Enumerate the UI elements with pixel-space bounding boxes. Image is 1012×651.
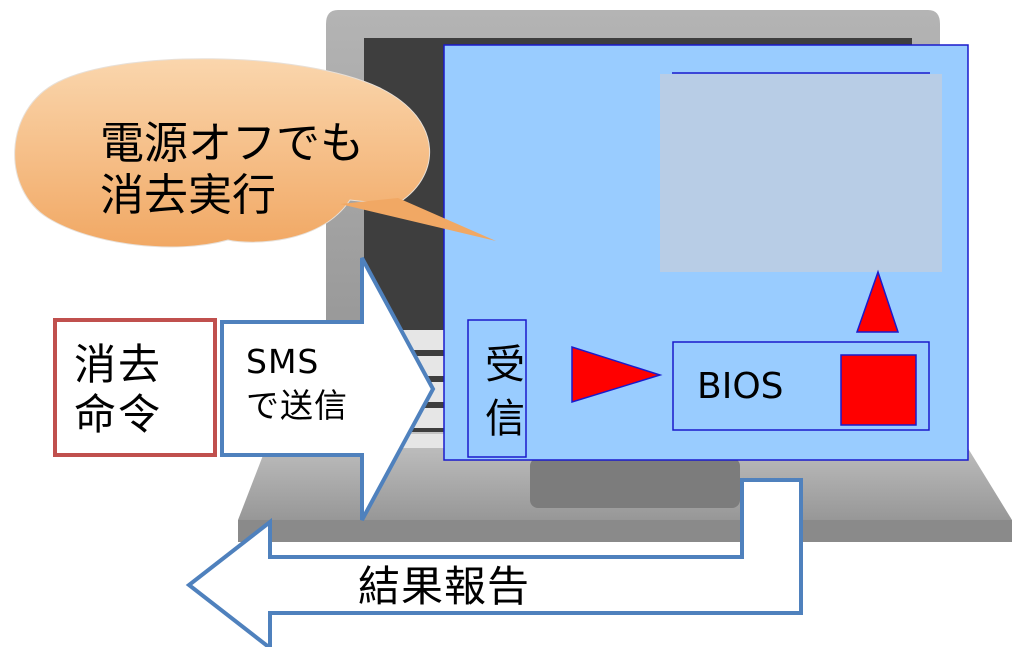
receiver-line1: 受 [485,342,525,388]
erase-command-text: 消去 命令 [74,340,162,439]
erase-command-line2: 命令 [74,389,163,439]
laptop-base-edge [238,520,1012,542]
speech-bubble-text: 電源オフでも 消去実行 [100,118,364,222]
speech-bubble-line1: 電源オフでも [100,118,364,169]
bios-label: BIOS [697,366,784,407]
bios-chip-square [840,354,917,426]
up-triangle-marker [855,269,900,333]
laptop-touchpad [530,458,740,508]
sms-arrow-line2: で送信 [246,385,348,425]
screen-area [660,74,942,272]
sms-arrow-line1: SMS [246,342,320,381]
receiver-line2: 信 [485,396,525,442]
erase-command-line1: 消去 [74,340,163,389]
result-report-arrow [185,478,803,651]
result-report-label: 結果報告 [358,562,531,611]
speech-bubble [14,58,430,248]
right-triangle-marker [571,345,663,404]
erase-command-box [53,318,217,457]
speech-bubble-line2: 消去実行 [100,169,276,221]
speech-bubble-tail [340,198,496,241]
receiver-box [467,319,527,458]
receiver-text: 受 信 [480,338,530,446]
sms-arrow-text: SMS で送信 [246,340,348,427]
sms-arrow [220,257,436,521]
